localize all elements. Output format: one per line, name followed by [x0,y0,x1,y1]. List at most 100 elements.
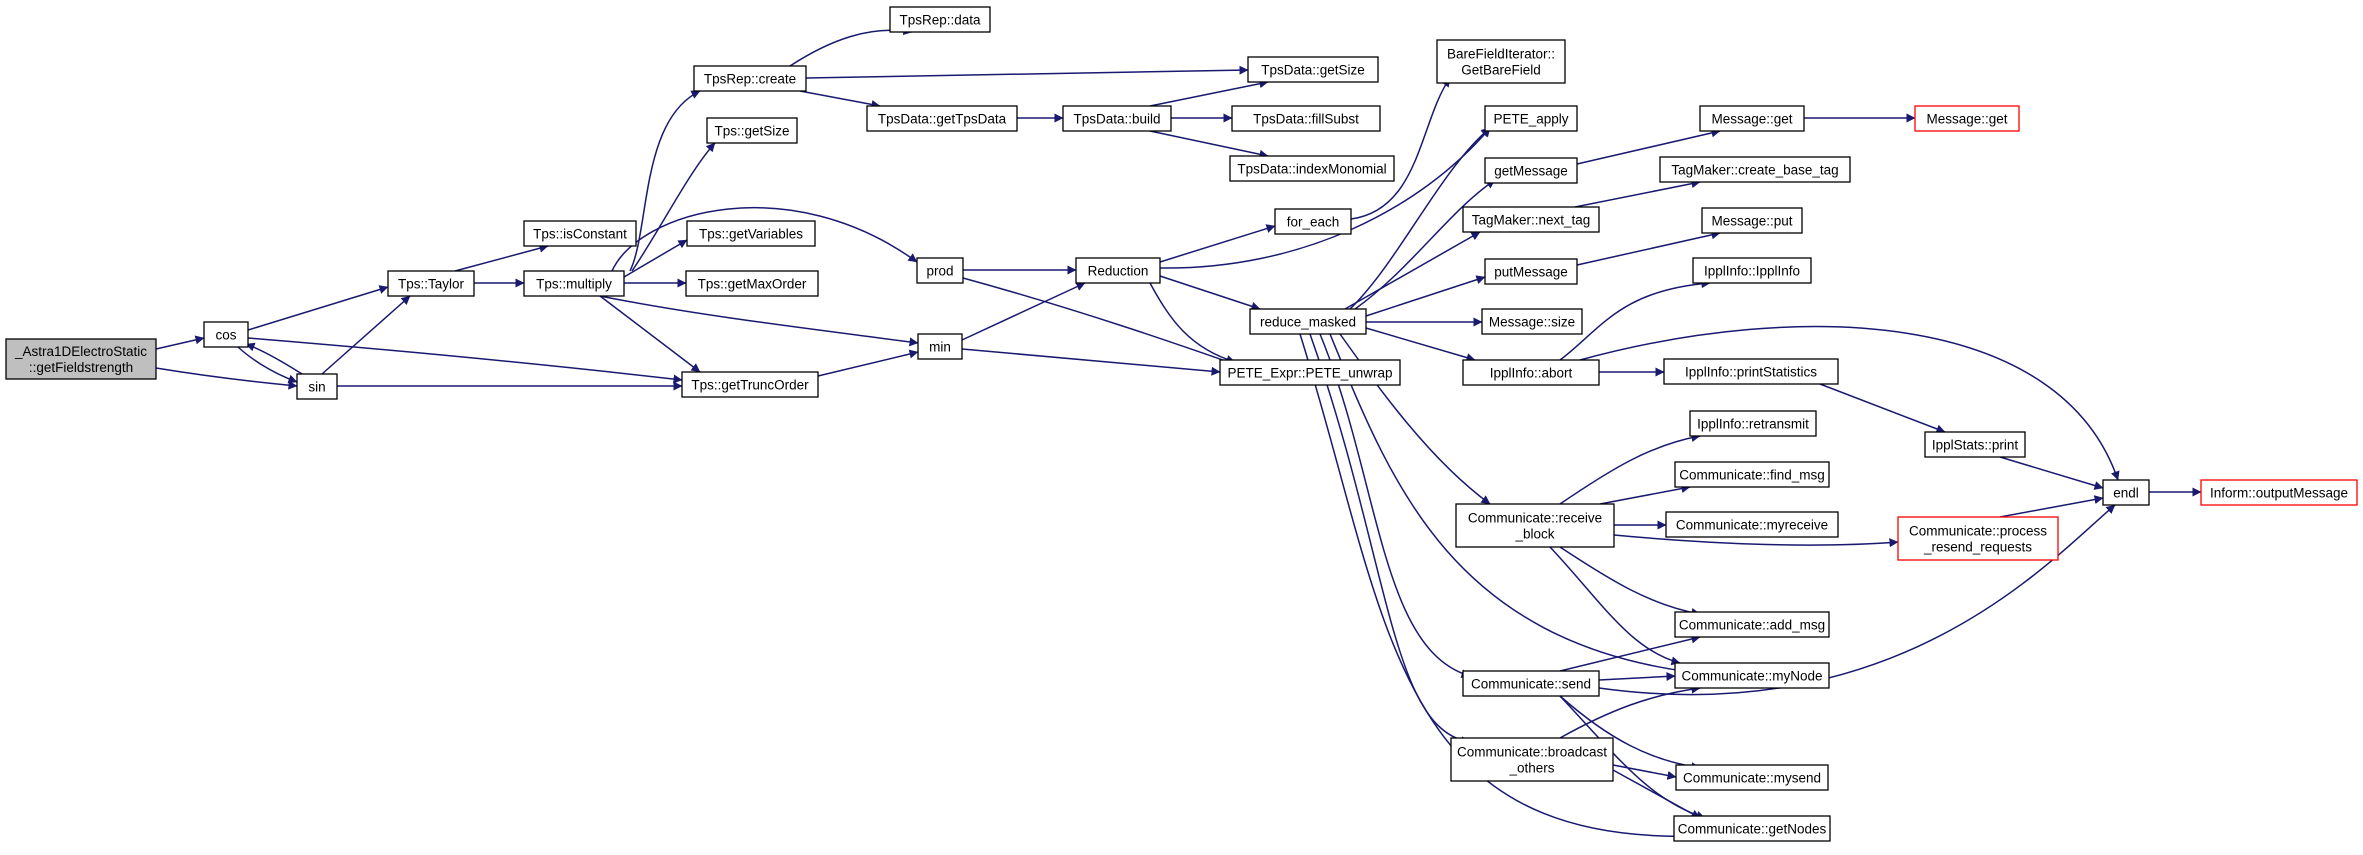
node-fillSubst[interactable]: TpsData::fillSubst [1231,105,1381,132]
node-label: TpsData::build [1073,112,1160,127]
edge-reduceMasked-to-putMessage [1365,275,1486,317]
node-label: PETE_apply [1493,112,1568,127]
node-peteApply[interactable]: PETE_apply [1484,105,1578,132]
node-isConstant[interactable]: Tps::isConstant [523,220,637,247]
node-receiveBlock[interactable]: Communicate::receive_block [1455,503,1615,548]
node-label: Communicate::myreceive [1676,518,1828,533]
edge-broadcast-to-mysend [1612,764,1677,780]
node-box [1229,155,1395,182]
node-label: TpsData::indexMonomial [1237,162,1386,177]
edge-reduceMasked-to-send [1319,333,1471,678]
node-indexMonomial[interactable]: TpsData::indexMonomial [1229,155,1395,182]
node-myreceive[interactable]: Communicate::myreceive [1665,511,1839,538]
node-box [203,321,249,348]
node-label: _Astra1DElectroStatic [14,344,147,359]
node-repCreate[interactable]: TpsRep::create [693,65,807,92]
node-addMsg[interactable]: Communicate::add_msg [1674,611,1830,638]
edge-min-to-peteUnwrap [961,348,1221,376]
node-peteUnwrap[interactable]: PETE_Expr::PETE_unwrap [1219,359,1401,386]
edge-receiveBlock-to-addMsg [1559,546,1701,617]
node-repData[interactable]: TpsRep::data [889,6,991,33]
node-box [1924,431,2026,458]
node-multiply[interactable]: Tps::multiply [523,270,625,297]
node-box [1481,308,1583,335]
node-sin[interactable]: sin [296,373,338,400]
edge-reduceMasked-to-nextTag [1344,231,1481,310]
node-getTpsData[interactable]: TpsData::getTpsData [866,105,1018,132]
edge-receiveBlock-to-processResend [1613,534,1899,548]
node-box [1699,105,1805,132]
node-build[interactable]: TpsData::build [1062,105,1172,132]
node-outputMessage[interactable]: Inform::outputMessage [2200,479,2358,506]
nodes-layer: _Astra1DElectroStatic::getFieldstrength c… [5,6,2358,842]
node-label: Communicate::myNode [1681,669,1822,684]
node-mysend[interactable]: Communicate::mysend [1675,764,1829,791]
node-cos[interactable]: cos [203,321,249,348]
node-box [1450,737,1614,782]
node-label: Communicate::getNodes [1678,822,1827,837]
node-msgGet2[interactable]: Message::get [1914,105,2020,132]
node-msgPut[interactable]: Message::put [1701,207,1803,234]
node-bareField[interactable]: BareFieldIterator::GetBareField [1436,39,1566,84]
edge-cos-to-sin [237,346,298,384]
node-label: TagMaker::next_tag [1472,213,1591,228]
node-box [523,220,637,247]
node-forEach[interactable]: for_each [1274,208,1352,235]
node-getMaxOrder[interactable]: Tps::getMaxOrder [685,270,819,297]
node-reduction[interactable]: Reduction [1075,257,1161,284]
node-box [1484,258,1578,285]
edge-forEach-to-bareField [1350,77,1451,220]
node-getNodes[interactable]: Communicate::getNodes [1673,815,1831,842]
node-myNode[interactable]: Communicate::myNode [1674,662,1830,689]
node-label: _others [1508,761,1554,776]
node-getVariables[interactable]: Tps::getVariables [686,220,816,247]
node-getTruncOrder[interactable]: Tps::getTruncOrder [681,371,819,398]
node-retransmit[interactable]: IpplInfo::retransmit [1689,410,1817,437]
node-reduceMasked[interactable]: reduce_masked [1249,308,1367,335]
node-printStatistics[interactable]: IpplInfo::printStatistics [1663,358,1839,385]
node-dataGetSize[interactable]: TpsData::getSize [1247,56,1379,83]
node-box [296,373,338,400]
node-label: _resend_requests [1923,540,2032,555]
node-getMessage[interactable]: getMessage [1484,157,1578,184]
node-abort[interactable]: IpplInfo::abort [1462,359,1600,386]
node-send[interactable]: Communicate::send [1462,670,1600,697]
edge-taylor-to-isConstant [454,243,549,272]
node-tpsGetSize[interactable]: Tps::getSize [706,117,798,144]
edge-reduceMasked-to-myNode [1329,333,1691,676]
node-box [1247,56,1379,83]
node-label: Message::put [1711,214,1792,229]
node-prod[interactable]: prod [916,257,964,284]
node-taylor[interactable]: Tps::Taylor [387,270,475,297]
node-statsPrint[interactable]: IpplStats::print [1924,431,2026,458]
edge-cos-to-getTruncOrder [247,337,683,384]
node-createBaseTag[interactable]: TagMaker::create_base_tag [1659,156,1851,183]
node-label: GetBareField [1461,63,1541,78]
node-box [685,270,819,297]
node-box [1701,207,1803,234]
node-nextTag[interactable]: TagMaker::next_tag [1462,206,1600,233]
edge-reduceMasked-to-getMessage [1354,179,1496,310]
node-msgGet1[interactable]: Message::get [1699,105,1805,132]
edge-printStatistics-to-statsPrint [1819,383,1946,434]
node-processResend[interactable]: Communicate::process_resend_requests [1897,516,2059,561]
node-putMessage[interactable]: putMessage [1484,258,1578,285]
node-label: Tps::getMaxOrder [698,277,807,292]
node-label: TagMaker::create_base_tag [1671,163,1838,178]
node-endl[interactable]: endl [2102,479,2150,506]
node-min[interactable]: min [917,333,963,360]
node-broadcast[interactable]: Communicate::broadcast_others [1450,737,1614,782]
node-label: Tps::Taylor [398,277,465,292]
node-box [889,6,991,33]
node-ipplInfoCtor[interactable]: IpplInfo::IpplInfo [1692,257,1812,284]
node-msgSize[interactable]: Message::size [1481,308,1583,335]
node-box [693,65,807,92]
node-findMsg[interactable]: Communicate::find_msg [1674,461,1830,488]
node-box [681,371,819,398]
node-box [1436,39,1566,84]
node-root[interactable]: _Astra1DElectroStatic::getFieldstrength [5,338,157,380]
node-box [1484,105,1578,132]
edge-send-to-addMsg [1559,634,1701,672]
node-label: Tps::multiply [536,277,612,292]
edge-sin-to-cos [245,342,303,375]
